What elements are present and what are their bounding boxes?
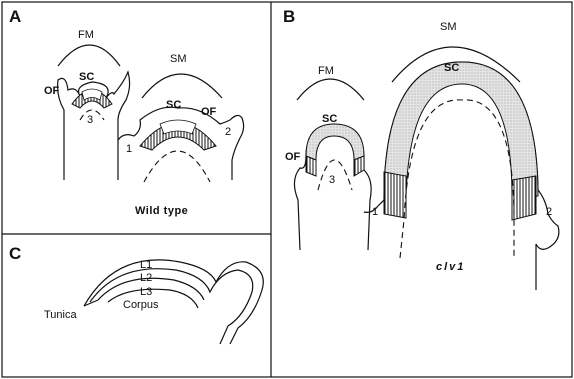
panel-b-sm-hatch-left: [384, 172, 406, 218]
panel-b: B FM SC OF 3 SM SC 1 2 clv1: [283, 7, 559, 290]
panel-c-label-l2: L2: [140, 272, 152, 284]
panel-b-fm-of: OF: [285, 151, 301, 163]
panel-c-label-l1: L1: [140, 259, 152, 271]
panel-a-sm-outline: [118, 107, 244, 180]
panel-a-sm-label: SM: [170, 53, 187, 65]
panel-a-caption: Wild type: [135, 205, 188, 217]
panel-b-fm-bracket: [297, 79, 364, 100]
panel-c-label-l3: L3: [140, 286, 152, 298]
panel-b-sm-hatch-right: [512, 176, 536, 220]
panel-c: C L1 L2 L3 Tunica Corpus: [9, 244, 263, 344]
panel-c-label-corpus: Corpus: [123, 299, 159, 311]
panel-b-fm-label: FM: [318, 65, 334, 77]
panel-a-sm-bracket: [142, 74, 222, 98]
panel-a-fm-of: OF: [44, 85, 60, 97]
panel-a-sm-of: OF: [201, 106, 217, 118]
panel-a: A FM SC OF 3 SM SC OF 1 2 Wild type: [9, 7, 244, 217]
panel-c-label-tunica: Tunica: [44, 309, 77, 321]
panel-b-primordium-3: 3: [329, 174, 335, 186]
panel-a-primordium-3: 3: [87, 114, 93, 126]
panel-a-fm-label: FM: [78, 29, 94, 41]
panel-a-primordium-2: 2: [225, 126, 231, 138]
panel-a-sm-sc: SC: [166, 99, 181, 111]
panel-b-sm-sc: SC: [444, 62, 459, 74]
panel-a-fm-sc: SC: [79, 71, 94, 83]
panel-b-fm-hatch-right: [354, 156, 364, 176]
panel-b-primordium-1: 1: [372, 206, 378, 218]
panel-b-primordium-2: 2: [546, 206, 552, 218]
panel-b-fm-sc: SC: [322, 113, 337, 125]
panel-a-fm-outline: [58, 72, 130, 180]
panel-b-letter: B: [283, 7, 295, 26]
panel-c-layer-outer: [84, 260, 263, 344]
panel-b-caption: clv1: [436, 261, 465, 273]
panel-b-fm-hatch-left: [306, 156, 316, 176]
panel-a-fm-bracket: [58, 45, 120, 66]
panel-a-primordium-1: 1: [126, 143, 132, 155]
panel-a-letter: A: [9, 7, 21, 26]
panel-b-fm-stipple: [306, 124, 364, 160]
panel-a-sm-corpus-dash: [144, 151, 210, 182]
panel-b-sm-label: SM: [440, 21, 457, 33]
panel-c-letter: C: [9, 244, 21, 263]
